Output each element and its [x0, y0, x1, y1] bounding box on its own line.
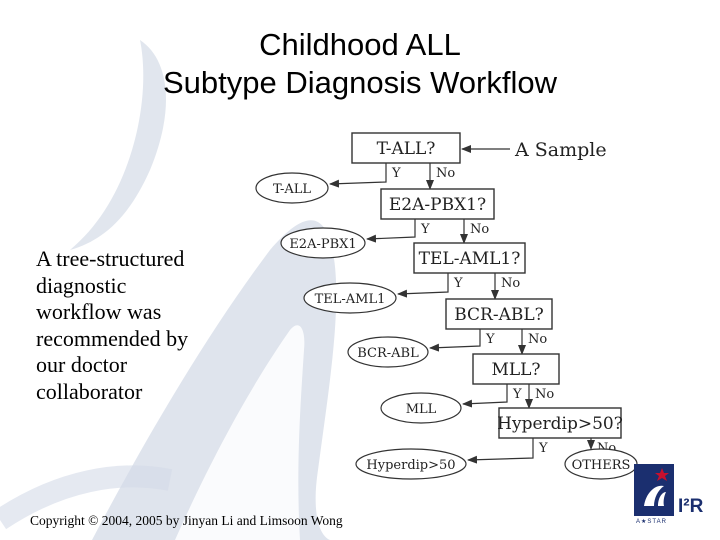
yes-arrow — [429, 329, 481, 352]
result-label: MLL — [406, 402, 437, 417]
result-label: BCR-ABL — [357, 346, 419, 361]
result-label: E2A-PBX1 — [289, 237, 356, 252]
result-oval — [303, 282, 397, 314]
description-text: A tree-structured diagnostic workflow wa… — [36, 246, 236, 405]
no-label: No — [436, 166, 455, 181]
slide-title: Childhood ALL Subtype Diagnosis Workflow — [0, 26, 720, 102]
no-label: No — [535, 387, 554, 402]
yes-arrow — [366, 219, 416, 243]
title-line-2: Subtype Diagnosis Workflow — [163, 65, 557, 100]
decision-box — [351, 132, 461, 164]
decision-box — [498, 407, 622, 439]
yes-label: Y — [453, 276, 463, 291]
yes-label: Y — [485, 332, 495, 347]
decision-question: MLL? — [491, 360, 540, 380]
decision-question: TEL-AML1? — [419, 249, 521, 269]
no-label: No — [528, 332, 547, 347]
i2r-wordmark: I²R — [678, 496, 704, 517]
yes-arrow — [329, 163, 387, 188]
result-oval — [255, 172, 329, 204]
decision-question: T-ALL? — [377, 139, 436, 159]
description-line: workflow was — [36, 299, 162, 324]
no-label: No — [470, 222, 489, 237]
description-line: A tree-structured — [36, 246, 185, 271]
title-line-1: Childhood ALL — [259, 27, 461, 62]
no-label: No — [501, 276, 520, 291]
description-line: diagnostic — [36, 272, 127, 298]
decision-box — [380, 188, 495, 220]
yes-arrow — [467, 438, 534, 464]
result-oval — [355, 448, 467, 480]
astar-wordmark: A★STAR — [636, 519, 667, 525]
decision-question: Hyperdip>50? — [497, 414, 623, 434]
others-label: OTHERS — [572, 458, 631, 473]
yes-arrow — [462, 384, 508, 408]
decision-box — [413, 242, 526, 274]
yes-arrow — [397, 273, 449, 298]
result-label: TEL-AML1 — [315, 292, 386, 307]
result-oval — [380, 392, 462, 424]
result-oval — [347, 336, 429, 368]
result-oval — [280, 227, 366, 259]
result-label: T-ALL — [273, 182, 311, 197]
i2r-logo — [634, 464, 674, 516]
copyright-notice: Copyright © 2004, 2005 by Jinyan Li and … — [30, 513, 343, 528]
description-line: collaborator — [36, 378, 143, 404]
input-sample-label: A Sample — [514, 139, 607, 161]
decision-question: BCR-ABL? — [454, 305, 544, 325]
yes-label: Y — [538, 441, 548, 456]
yes-label: Y — [512, 387, 522, 402]
result-label: Hyperdip>50 — [366, 458, 455, 473]
decision-box — [472, 353, 560, 385]
decision-question: E2A-PBX1? — [389, 195, 486, 215]
yes-label: Y — [391, 166, 401, 181]
description-line: recommended by — [36, 325, 189, 351]
decision-box — [445, 298, 553, 330]
description-line: our doctor — [36, 352, 128, 377]
yes-label: Y — [420, 222, 430, 237]
